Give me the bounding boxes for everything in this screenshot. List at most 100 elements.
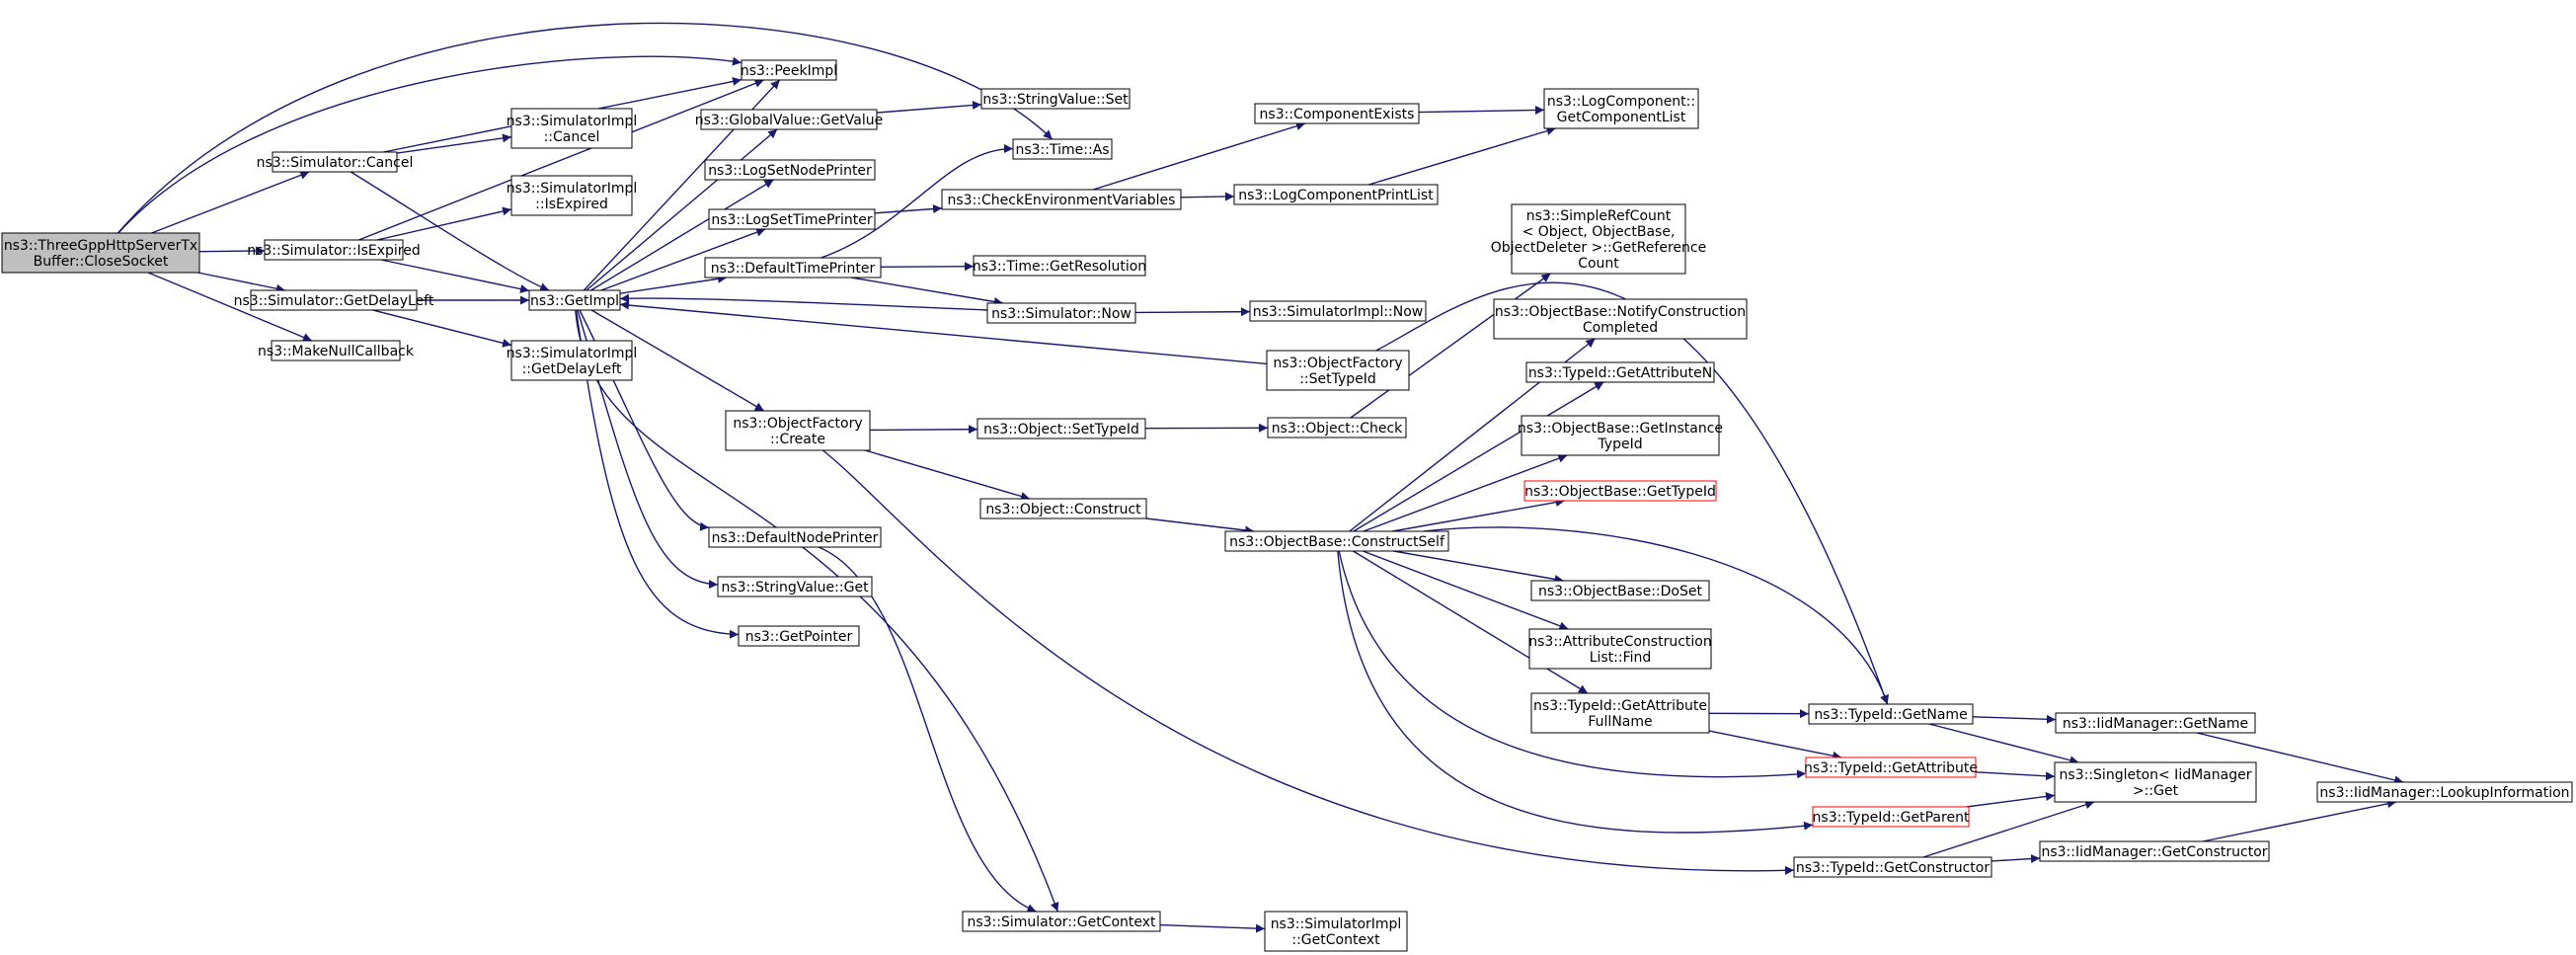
call-edge-getimpl-to-defaulttimeprinter — [619, 274, 728, 294]
node-componentexists[interactable]: ns3::ComponentExists — [1254, 103, 1420, 124]
node-stringvalue-set[interactable]: ns3::StringValue::Set — [980, 88, 1131, 110]
node-checkenvvars[interactable]: ns3::CheckEnvironmentVariables — [941, 189, 1182, 210]
call-edge-objectbase-constructself-to-typeid-getname — [1423, 526, 1890, 705]
node-label: ns3::TypeId::GetAttribute — [1804, 760, 1978, 776]
node-label: ns3::LogSetTimePrinter — [711, 212, 873, 228]
node-iidmanager-getconstructor[interactable]: ns3::IidManager::GetConstructor — [2039, 840, 2270, 862]
node-box — [708, 208, 876, 230]
node-getpointer[interactable]: ns3::GetPointer — [738, 625, 860, 647]
node-sim-now[interactable]: ns3::Simulator::Now — [986, 302, 1136, 324]
node-label: ns3::DefaultTimePrinter — [711, 261, 876, 277]
node-label: Buffer::CloseSocket — [34, 254, 169, 270]
node-sim-isexpired[interactable]: ns3::Simulator::IsExpired — [247, 239, 421, 261]
call-edge-sim-getcontext-to-simimpl-getcontext — [1159, 923, 1266, 933]
node-box — [1233, 184, 1439, 205]
node-time-as[interactable]: ns3::Time::As — [1012, 138, 1113, 160]
node-label: ::GetContext — [1291, 932, 1380, 948]
call-edge-defaulttimeprinter-to-time-as — [820, 144, 1014, 259]
node-box — [741, 59, 837, 81]
node-box — [1511, 203, 1686, 275]
node-object-settypeid[interactable]: ns3::Object::SetTypeId — [976, 418, 1146, 439]
node-logcomponent-getlist[interactable]: ns3::LogComponent::GetComponentList — [1543, 88, 1699, 129]
node-globalvalue-getvalue[interactable]: ns3::GlobalValue::GetValue — [695, 109, 883, 130]
node-logsettimeprinter[interactable]: ns3::LogSetTimePrinter — [708, 208, 876, 230]
call-edge-iidmanager-getname-to-iidmanager-lookupinformation — [2196, 732, 2404, 785]
node-simimpl-cancel[interactable]: ns3::SimulatorImpl::Cancel — [507, 108, 638, 149]
node-label: ns3::ObjectBase::DoSet — [1538, 584, 1702, 599]
node-objectfactory-create[interactable]: ns3::ObjectFactory::Create — [725, 410, 871, 451]
call-edge-getimpl-to-logsetnodeprinter — [590, 179, 774, 291]
call-edge-root-to-makenullcallback — [147, 272, 313, 342]
node-object-check[interactable]: ns3::Object::Check — [1267, 417, 1407, 438]
node-typeid-getconstructor[interactable]: ns3::TypeId::GetConstructor — [1793, 856, 1992, 878]
node-sim-getcontext[interactable]: ns3::Simulator::GetContext — [962, 911, 1161, 932]
call-edge-logsettimeprinter-to-checkenvvars — [874, 204, 943, 214]
node-label: ns3::ThreeGppHttpServerTx — [4, 238, 197, 254]
node-simplerefcount[interactable]: ns3::SimpleRefCount< Object, ObjectBase,… — [1491, 203, 1706, 275]
node-typeid-getparent[interactable]: ns3::TypeId::GetParent — [1812, 806, 1970, 828]
node-label: ns3::TypeId::GetAttributeN — [1528, 365, 1712, 381]
node-typeid-getattributen[interactable]: ns3::TypeId::GetAttributeN — [1525, 361, 1715, 383]
node-root[interactable]: ns3::ThreeGppHttpServerTxBuffer::CloseSo… — [1, 232, 200, 274]
node-label: GetComponentList — [1557, 110, 1686, 125]
node-stringvalue-get[interactable]: ns3::StringValue::Get — [717, 576, 873, 597]
node-object-construct[interactable]: ns3::Object::Construct — [979, 498, 1147, 519]
node-simimpl-isexpired[interactable]: ns3::SimulatorImpl::IsExpired — [507, 175, 638, 216]
node-iidmanager-getname[interactable]: ns3::IidManager::GetName — [2055, 712, 2256, 734]
call-edge-objectbase-constructself-to-typeid-getattributen — [1353, 381, 1604, 532]
node-simimpl-getdelayleft[interactable]: ns3::SimulatorImpl::GetDelayLeft — [507, 340, 638, 381]
node-label: ns3::Singleton< IidManager — [2060, 767, 2252, 783]
node-label: ns3::IidManager::GetName — [2063, 716, 2248, 732]
node-box — [272, 151, 398, 173]
node-box — [2316, 781, 2573, 803]
node-typeid-getattribute[interactable]: ns3::TypeId::GetAttribute — [1804, 756, 1978, 778]
node-time-getresolution[interactable]: ns3::Time::GetResolution — [973, 255, 1146, 277]
call-edge-globalvalue-getvalue-to-stringvalue-set — [876, 101, 982, 114]
node-label: ns3::TypeId::GetParent — [1813, 810, 1970, 826]
node-defaulttimeprinter[interactable]: ns3::DefaultTimePrinter — [704, 257, 882, 279]
node-simimpl-now[interactable]: ns3::SimulatorImpl::Now — [1249, 300, 1427, 322]
call-edge-objectbase-constructself-to-attrconstructionlist-find — [1363, 550, 1569, 631]
node-box — [2039, 840, 2270, 862]
node-box — [979, 498, 1147, 519]
node-box — [1530, 692, 1710, 734]
node-getimpl[interactable]: ns3::GetImpl — [528, 289, 621, 311]
node-makenullcallback[interactable]: ns3::MakeNullCallback — [258, 340, 415, 361]
node-box — [704, 257, 882, 279]
node-typeid-getname[interactable]: ns3::TypeId::GetName — [1808, 703, 1974, 725]
edge-layer — [117, 22, 2404, 933]
node-box — [1224, 530, 1449, 552]
node-sim-cancel[interactable]: ns3::Simulator::Cancel — [257, 151, 414, 173]
node-objectbase-constructself[interactable]: ns3::ObjectBase::ConstructSelf — [1224, 530, 1449, 552]
node-box — [1266, 350, 1410, 391]
node-logsetnodeprinter[interactable]: ns3::LogSetNodePrinter — [704, 159, 876, 181]
node-box — [1525, 361, 1715, 383]
call-edge-defaulttimeprinter-to-time-getresolution — [880, 262, 975, 272]
call-edge-getimpl-to-getpointer — [575, 309, 740, 639]
node-singleton-get[interactable]: ns3::Singleton< IidManager>::Get — [2054, 761, 2257, 803]
node-iidmanager-lookupinformation[interactable]: ns3::IidManager::LookupInformation — [2316, 781, 2573, 803]
node-label: < Object, ObjectBase, — [1522, 224, 1676, 240]
node-simimpl-getcontext[interactable]: ns3::SimulatorImpl::GetContext — [1264, 911, 1408, 952]
node-peekimpl[interactable]: ns3::PeekImpl — [741, 59, 837, 81]
node-label: ns3::SimulatorImpl — [507, 181, 638, 197]
node-box — [1521, 415, 1720, 456]
node-objectfactory-settypeid[interactable]: ns3::ObjectFactory::SetTypeId — [1266, 350, 1410, 391]
node-sim-getdelayleft[interactable]: ns3::Simulator::GetDelayLeft — [234, 289, 434, 311]
call-edge-getimpl-to-sim-getcontext — [575, 309, 1059, 913]
node-objectbase-doset[interactable]: ns3::ObjectBase::DoSet — [1530, 580, 1710, 601]
call-edge-typeid-getname-to-singleton-get — [1928, 723, 2079, 765]
node-label: ns3::StringValue::Set — [982, 92, 1129, 108]
node-box — [725, 410, 871, 451]
node-defaultnodeprinter[interactable]: ns3::DefaultNodePrinter — [708, 526, 882, 548]
node-objectbase-gettypeid[interactable]: ns3::ObjectBase::GetTypeId — [1523, 480, 1717, 502]
node-logcomponentprintlist[interactable]: ns3::LogComponentPrintList — [1233, 184, 1439, 205]
node-label: ns3::IidManager::LookupInformation — [2319, 785, 2569, 801]
node-box — [271, 340, 401, 361]
call-edge-defaulttimeprinter-to-sim-now — [851, 277, 1003, 306]
call-edge-getimpl-to-globalvalue-getvalue — [585, 128, 778, 291]
node-notifyconstruction[interactable]: ns3::ObjectBase::NotifyConstructionCompl… — [1493, 298, 1748, 340]
